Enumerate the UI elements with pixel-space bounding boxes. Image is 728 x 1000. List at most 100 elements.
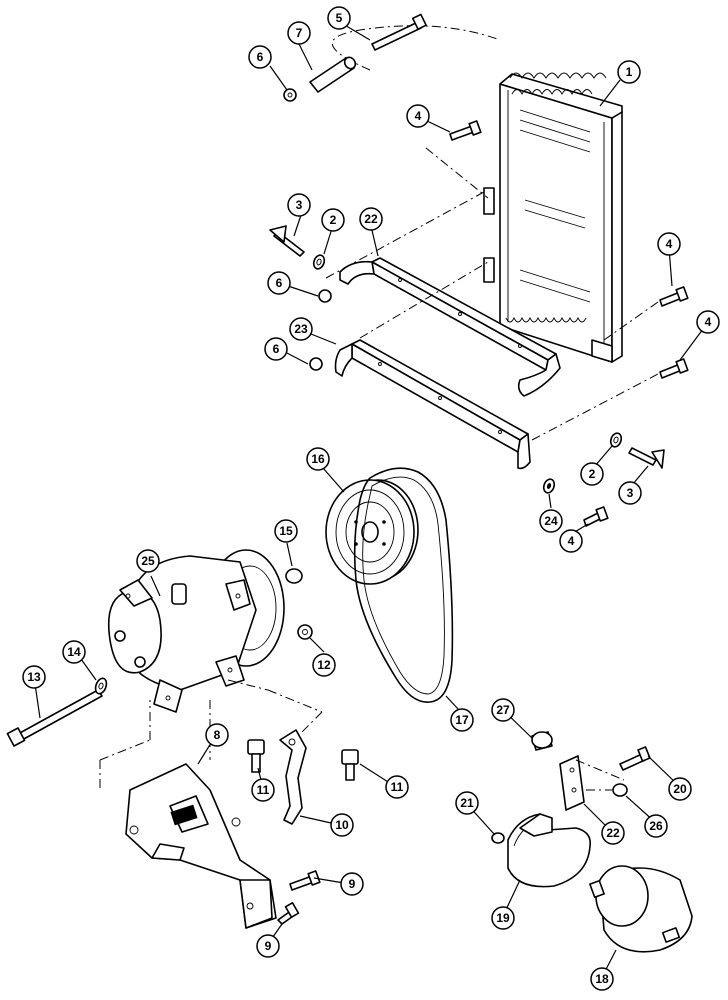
callout-22: 22 <box>359 207 383 231</box>
callout-11: 11 <box>385 775 409 799</box>
callout-18: 18 <box>590 967 614 991</box>
bolt-20 <box>619 746 651 771</box>
callout-label: 2 <box>589 467 596 481</box>
callout-label: 4 <box>705 315 712 329</box>
callout-label: 3 <box>627 486 634 500</box>
nut-15 <box>285 568 303 584</box>
nut-6-top <box>283 88 297 102</box>
callout-label: 14 <box>67 645 81 659</box>
callout-11: 11 <box>251 778 275 802</box>
clamp-19 <box>507 813 592 888</box>
bolt-4-right-lower <box>659 358 689 379</box>
washer-2-right <box>609 432 623 448</box>
callout-6: 6 <box>264 337 288 361</box>
fitting-27 <box>531 731 553 751</box>
callout-21: 21 <box>455 791 479 815</box>
washer-14 <box>94 677 108 695</box>
callout-10: 10 <box>330 813 354 837</box>
callout-2: 2 <box>580 462 604 486</box>
callout-15: 15 <box>274 519 298 543</box>
bracket-22-lower <box>559 755 585 811</box>
callout-6: 6 <box>248 45 272 69</box>
washer-24 <box>542 478 556 494</box>
callout-label: 1 <box>626 65 633 79</box>
callout-label: 19 <box>496 911 510 925</box>
callout-label: 22 <box>364 212 378 226</box>
bolt-11-left <box>247 739 265 773</box>
bolt-4-lower <box>583 506 609 527</box>
bracket-22-upper <box>339 257 561 397</box>
receiver-drier-18 <box>589 865 693 953</box>
callout-label: 26 <box>649 819 663 833</box>
callout-label: 8 <box>214 728 221 742</box>
wing-bolt-3-right <box>628 447 665 469</box>
bolt-11-right <box>341 749 359 781</box>
callout-4: 4 <box>559 529 583 553</box>
callout-19: 19 <box>491 906 515 930</box>
nut-12 <box>297 624 313 640</box>
callout-label: 22 <box>606 826 620 840</box>
screw-21 <box>491 832 505 844</box>
callout-6: 6 <box>267 271 291 295</box>
bracket-23-lower <box>334 339 531 470</box>
strap-10 <box>279 729 307 825</box>
callout-26: 26 <box>644 814 668 838</box>
callout-label: 12 <box>317 658 331 672</box>
pulley-16 <box>325 479 419 585</box>
callout-label: 20 <box>673 782 687 796</box>
washer-2-left <box>312 254 326 270</box>
callout-23: 23 <box>289 317 313 341</box>
callout-1: 1 <box>617 60 641 84</box>
callout-label: 24 <box>544 514 558 528</box>
callout-8: 8 <box>205 723 229 747</box>
phantom-lines <box>99 147 659 791</box>
callout-label: 9 <box>265 939 272 953</box>
callout-20: 20 <box>668 777 692 801</box>
mounting-bracket-8 <box>125 763 277 929</box>
callout-3: 3 <box>287 193 311 217</box>
nut-6-mid <box>318 289 332 303</box>
callout-label: 4 <box>415 109 422 123</box>
callout-label: 9 <box>349 877 356 891</box>
callout-27: 27 <box>491 698 515 722</box>
callout-label: 23 <box>294 322 308 336</box>
callout-24: 24 <box>539 509 563 533</box>
callout-label: 4 <box>666 237 673 251</box>
callout-4: 4 <box>696 310 720 334</box>
callout-5: 5 <box>327 6 351 30</box>
callout-label: 7 <box>296 26 303 40</box>
bolt-9-mid <box>289 870 321 891</box>
nut-26 <box>612 783 628 797</box>
callout-25: 25 <box>136 549 160 573</box>
bolt-13 <box>6 689 103 747</box>
callout-4: 4 <box>657 232 681 256</box>
callout-3: 3 <box>618 481 642 505</box>
callout-label: 11 <box>257 783 270 797</box>
callout-label: 17 <box>455 713 469 727</box>
callout-9: 9 <box>340 872 364 896</box>
wing-bolt-3-left <box>269 225 305 257</box>
callout-4: 4 <box>406 104 430 128</box>
callout-9: 9 <box>256 934 280 958</box>
callout-14: 14 <box>62 640 86 664</box>
bolt-4-right-upper <box>659 286 689 307</box>
callout-label: 5 <box>336 11 343 25</box>
callout-13: 13 <box>22 665 46 689</box>
callout-12: 12 <box>312 653 336 677</box>
callout-label: 2 <box>330 213 337 227</box>
callout-22: 22 <box>601 821 625 845</box>
callout-label: 16 <box>311 452 325 466</box>
callout-label: 15 <box>279 524 293 538</box>
callout-2: 2 <box>321 208 345 232</box>
callout-label: 10 <box>335 818 349 832</box>
callout-7: 7 <box>287 21 311 45</box>
callout-label: 27 <box>496 703 510 717</box>
callout-label: 21 <box>460 796 474 810</box>
callout-label: 18 <box>595 972 609 986</box>
condenser <box>331 25 623 363</box>
callout-label: 11 <box>391 780 404 794</box>
bolt-4-top <box>449 120 482 141</box>
callout-16: 16 <box>306 447 330 471</box>
compressor-25 <box>107 549 285 713</box>
